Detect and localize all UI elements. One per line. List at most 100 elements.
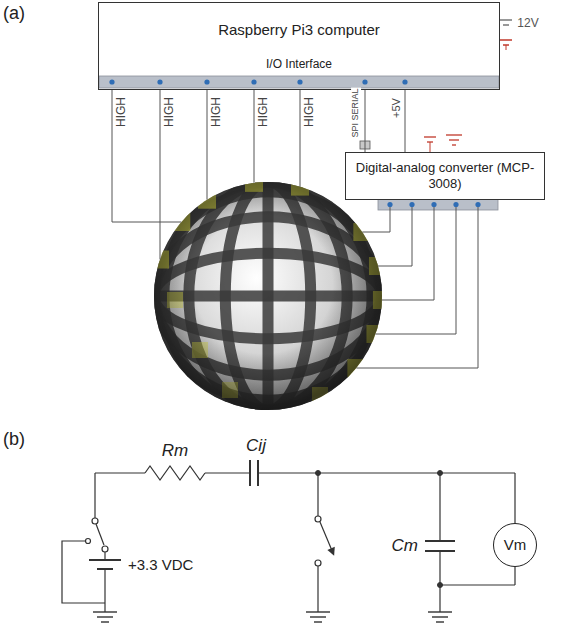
voltage-label: 12V xyxy=(517,17,538,30)
ground-symbol xyxy=(306,611,330,612)
io-pin xyxy=(109,79,114,84)
panel-letter: (a) xyxy=(3,4,25,24)
high-wire xyxy=(254,89,255,183)
io-pin xyxy=(297,79,302,84)
wire xyxy=(62,541,105,603)
signal-label: +5V xyxy=(390,97,402,119)
wire xyxy=(104,569,105,612)
io-interface: I/O Interface xyxy=(99,55,499,89)
wire xyxy=(439,551,440,612)
signal-wire xyxy=(405,89,406,152)
node-text: Raspberry Pi3 computer xyxy=(109,21,489,39)
wire xyxy=(317,566,318,612)
wire xyxy=(104,552,105,560)
ground-symbol xyxy=(436,621,444,622)
signal-label: HIGH xyxy=(303,97,316,127)
panel-letter: (b) xyxy=(3,430,25,450)
node-text: Vm xyxy=(504,536,527,554)
capacitor-symbol xyxy=(249,460,251,486)
circuit xyxy=(62,460,515,622)
computer-box: Raspberry Pi3 computerI/O Interface xyxy=(98,2,500,90)
switch-contact xyxy=(86,539,91,544)
sphere-shade xyxy=(154,182,382,410)
wire xyxy=(430,142,431,152)
dac-pin-header xyxy=(378,199,498,210)
battery-symbol xyxy=(89,559,121,561)
component-label: Cm xyxy=(392,537,418,556)
resistor-symbol xyxy=(145,466,205,480)
switch-arrowhead xyxy=(327,547,334,556)
switch-blade xyxy=(96,524,104,545)
battery-symbol xyxy=(446,134,462,135)
battery-symbol xyxy=(452,144,456,145)
battery-symbol xyxy=(503,24,509,26)
sphere-body xyxy=(154,182,382,410)
dac-pin xyxy=(387,202,392,207)
ground-symbol xyxy=(432,616,448,617)
dac-pin xyxy=(409,202,414,207)
high-wire xyxy=(207,89,208,200)
ground-symbol xyxy=(428,611,452,612)
high-wire xyxy=(300,89,301,187)
component-label: Cij xyxy=(246,437,266,456)
switch-contact xyxy=(102,546,108,552)
sensor-wire xyxy=(375,207,456,334)
ground-symbol xyxy=(101,621,109,622)
wire xyxy=(514,567,515,585)
io-pin xyxy=(362,79,367,84)
wire xyxy=(95,472,145,473)
wire xyxy=(94,473,95,518)
switch-contact xyxy=(92,518,98,524)
io-pin xyxy=(204,79,209,84)
io-header-bar xyxy=(99,76,499,88)
sensor-wire xyxy=(382,207,434,300)
high-wire xyxy=(160,89,161,260)
voltmeter-circle: Vm xyxy=(493,523,537,567)
io-pin xyxy=(402,79,407,84)
dac-pin xyxy=(431,202,436,207)
voltage-label: +3.3 VDC xyxy=(128,557,193,574)
wire xyxy=(440,472,515,473)
node-text: I/O Interface xyxy=(99,57,499,71)
battery-symbol xyxy=(500,19,512,21)
wire xyxy=(258,472,440,473)
wire xyxy=(514,473,515,523)
dac-pin xyxy=(453,202,458,207)
io-pin xyxy=(251,79,256,84)
wire xyxy=(317,473,318,516)
sensor-wire xyxy=(378,207,412,266)
converter-box: Digital-analog converter (MCP-3008) xyxy=(345,152,545,200)
sensor-wire xyxy=(362,207,390,232)
ground-symbol xyxy=(310,616,326,617)
node-text: Digital-analog converter (MCP-3008) xyxy=(354,160,536,191)
battery-symbol xyxy=(449,139,459,140)
capacitor-symbol xyxy=(425,540,455,542)
sphere xyxy=(151,174,391,410)
battery-symbol xyxy=(424,136,436,137)
switch-contact xyxy=(315,560,321,566)
signal-label: HIGH xyxy=(115,97,128,127)
battery-symbol xyxy=(500,39,512,41)
signal-label: SPI SERIAL xyxy=(351,87,361,138)
ground-symbol xyxy=(314,621,322,622)
battery-symbol xyxy=(506,45,507,50)
wire xyxy=(205,472,250,473)
dac-pin xyxy=(475,202,480,207)
component-label: Rm xyxy=(162,442,188,461)
switch-contact xyxy=(315,516,321,522)
signal-wire xyxy=(365,89,366,152)
ground-symbol xyxy=(93,611,117,612)
sensor-wire xyxy=(356,207,478,368)
wire xyxy=(439,473,440,541)
signal-label: HIGH xyxy=(210,97,223,127)
ground-symbol xyxy=(97,616,113,617)
io-pin xyxy=(157,79,162,84)
switch-blade xyxy=(320,522,333,553)
signal-label: HIGH xyxy=(257,97,270,127)
wire xyxy=(440,584,515,585)
signal-label: HIGH xyxy=(163,97,176,127)
high-wire xyxy=(112,89,181,222)
